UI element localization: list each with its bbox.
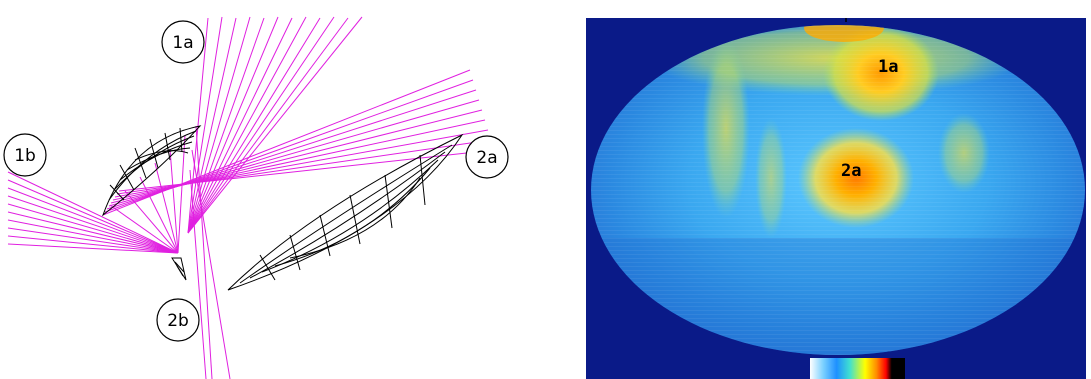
ray-upper-right [118,149,495,192]
reflector-2b-mesh [171,257,187,281]
north-arrow-icon [845,18,847,22]
ray-1a [187,17,237,234]
ray-down [189,169,207,379]
ray-1a [187,16,363,234]
callout-2b-label: 2b [167,311,189,331]
ray-1b [7,171,179,254]
callout-1a-label: 1a [172,33,193,53]
callout-2a-label: 2a [476,148,497,168]
intensity-map-panel: 1a 2a [586,18,1086,379]
ray-to-focus [139,176,179,254]
ray-fan [7,16,495,379]
intensity-map [591,18,1085,379]
callout-2b: 2b [156,298,200,342]
ray-1b [7,219,179,254]
callout-1b-label: 1b [14,146,36,166]
ray-1a [187,17,349,234]
ray-1b [7,195,179,254]
ray-to-focus [109,204,179,254]
ray-upper-right [114,129,489,198]
ray-1b [7,235,179,254]
ray-1a [187,16,279,234]
map-label-1a: 1a [878,57,899,77]
ray-1a [187,16,307,234]
ray-upper-right [110,109,483,204]
callout-1a: 1a [161,20,205,64]
colorbar [810,358,905,379]
ray-down [195,125,213,379]
ray-to-focus [177,134,186,254]
ray-down [191,149,231,379]
ray-1b [7,243,179,254]
ray-1a [187,17,293,234]
callout-2a: 2a [465,135,509,179]
ray-to-focus [154,162,179,254]
reflector-2a-mesh [227,133,464,291]
ray-1b [7,187,179,254]
reflector-1b-mesh [101,125,202,217]
ray-to-focus [124,190,179,254]
ray-1b [7,179,179,254]
ray-1b [7,211,179,254]
ray-to-focus [169,148,179,254]
map-label-2a: 2a [841,161,862,181]
ray-trace-diagram: 1a 1b 2a 2b [3,16,509,379]
ray-1a [187,16,335,234]
ray-1a [187,17,321,234]
ray-1b [7,227,179,254]
ray-1a [187,17,209,234]
ray-upper-right [112,119,486,201]
ray-1a [187,16,251,234]
callout-1b: 1b [3,133,47,177]
ray-upper-right [116,139,492,195]
ray-1a [187,16,223,234]
ray-1b [7,203,179,254]
